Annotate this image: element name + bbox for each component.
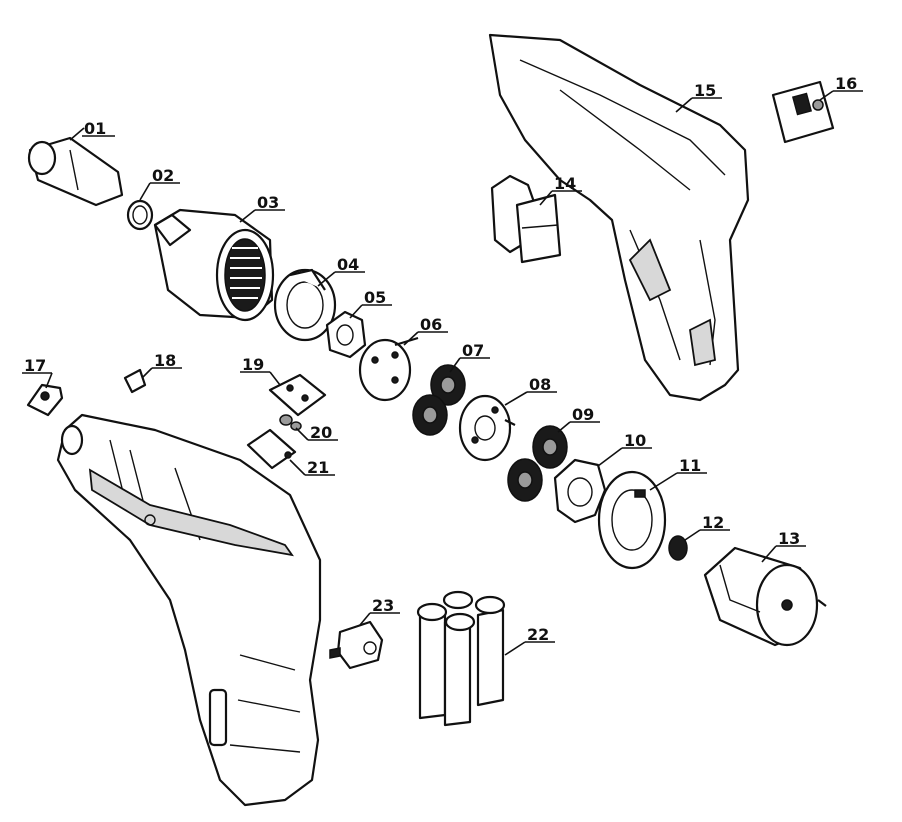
label-12: 12 — [702, 513, 724, 532]
part-05-nut — [325, 310, 367, 359]
label-18: 18 — [154, 351, 176, 370]
part-22-battery-pack — [416, 590, 506, 727]
label-03: 03 — [257, 193, 279, 212]
part-01-bit-adapter — [27, 127, 124, 207]
label-02: 02 — [152, 166, 174, 185]
label-15: 15 — [694, 81, 716, 100]
label-05: 05 — [364, 288, 386, 307]
part-02-ring — [126, 199, 154, 231]
part-21-plate — [246, 428, 297, 470]
label-13: 13 — [778, 529, 800, 548]
label-14: 14 — [554, 174, 576, 193]
part-09-planet-gears — [507, 425, 568, 502]
part-13-motor — [703, 546, 827, 647]
label-11: 11 — [679, 456, 701, 475]
label-20: 20 — [310, 423, 332, 442]
part-11-ring-gear — [597, 470, 667, 570]
label-19: 19 — [242, 355, 264, 374]
part-07-planet-gears — [412, 364, 466, 436]
label-09: 09 — [572, 405, 594, 424]
part-23-charging-socket — [329, 620, 384, 670]
part-04-clutch-ring — [273, 268, 337, 342]
part-labels: 01 02 03 04 05 06 07 08 09 10 11 12 — [22, 74, 863, 656]
label-01: 01 — [84, 119, 106, 138]
part-20-contact — [279, 414, 302, 431]
part-03-gear-housing — [153, 208, 275, 322]
part-15-housing-half — [488, 33, 750, 402]
label-08: 08 — [529, 375, 551, 394]
label-07: 07 — [462, 341, 484, 360]
label-06: 06 — [420, 315, 442, 334]
label-23: 23 — [372, 596, 394, 615]
part-10-washer-plate — [553, 458, 607, 524]
assembled-screwdriver — [56, 413, 322, 807]
label-21: 21 — [307, 458, 329, 477]
label-04: 04 — [337, 255, 359, 274]
part-06-planet-carrier — [358, 336, 419, 402]
part-19-circuit-board — [268, 373, 327, 417]
label-16: 16 — [835, 74, 857, 93]
part-12-pinion — [668, 535, 688, 561]
part-18-spring — [123, 368, 147, 394]
part-16-selector-switch — [771, 80, 835, 144]
label-22: 22 — [527, 625, 549, 644]
label-17: 17 — [24, 356, 46, 375]
part-08-planet-carrier — [458, 394, 516, 462]
part-14-switch — [490, 174, 562, 264]
part-17-cap — [26, 383, 64, 417]
label-10: 10 — [624, 431, 646, 450]
